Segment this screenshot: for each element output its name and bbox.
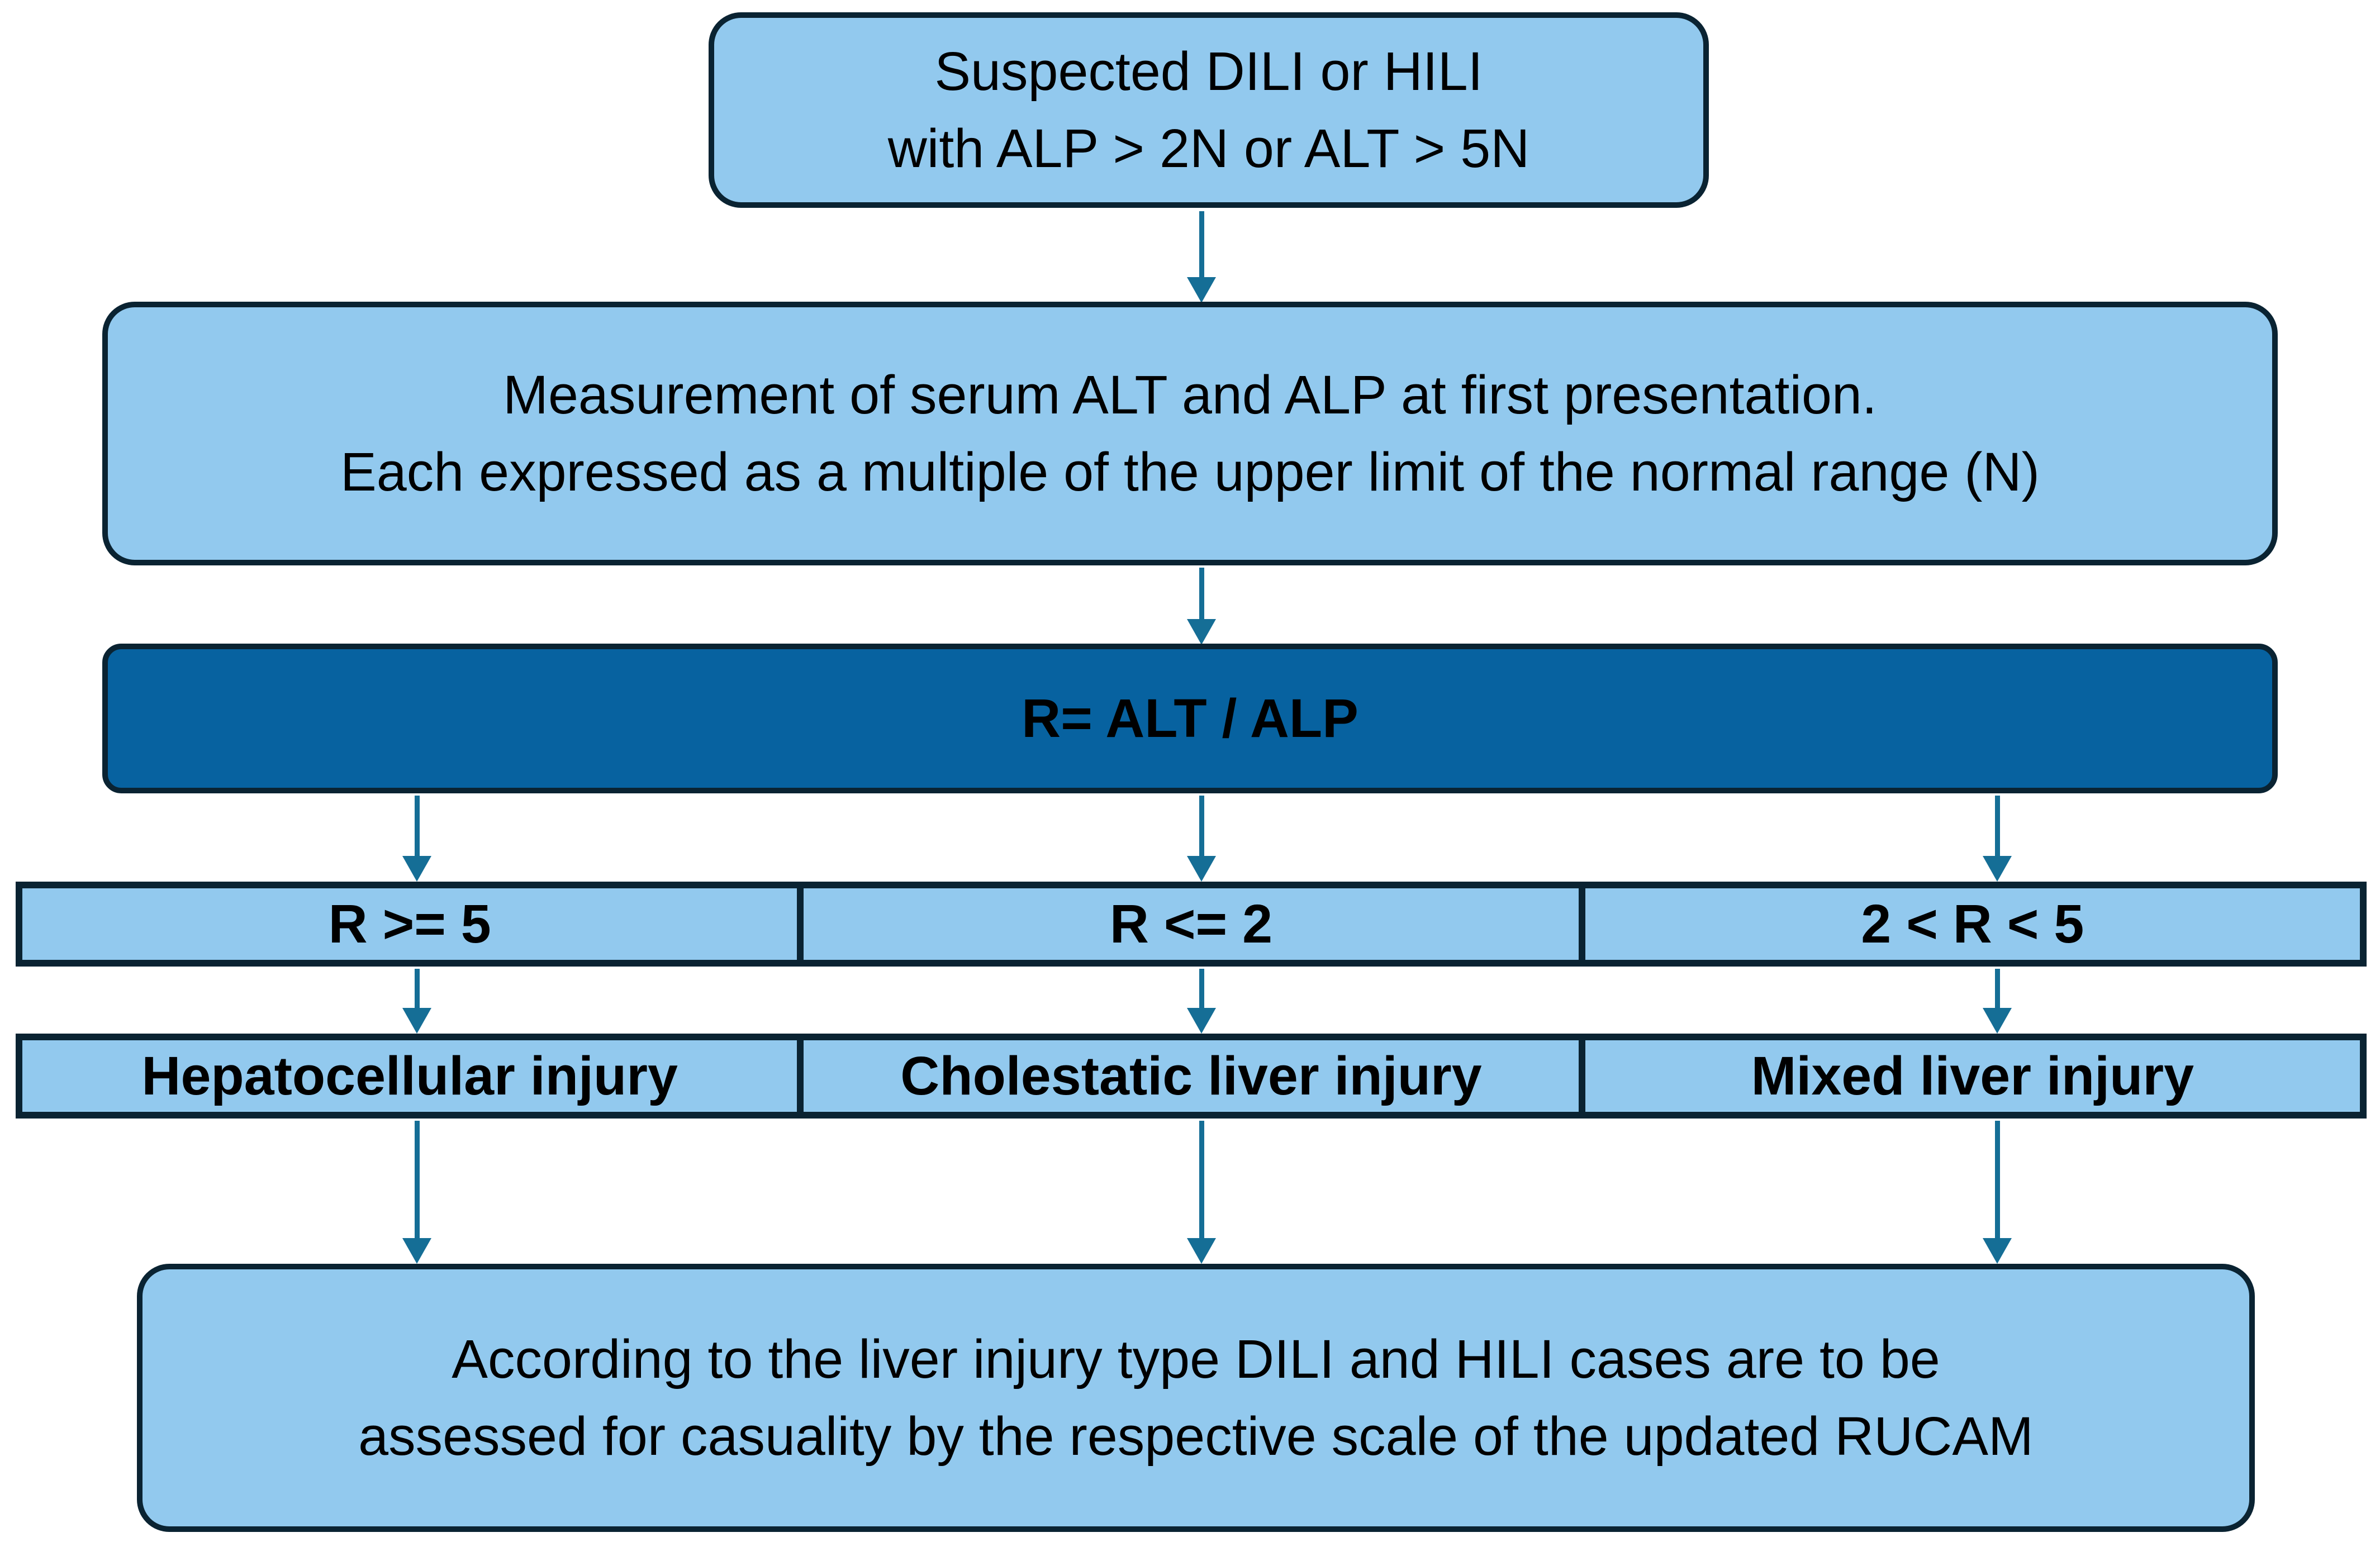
node-suspected-dili-hili-line1: Suspected DILI or HILI [934, 41, 1483, 102]
connector-stem [1995, 1121, 2000, 1238]
connector-stem [1199, 211, 1204, 277]
injury-cell-cholestatic: Cholestatic liver injury [797, 1040, 1579, 1112]
injury-cell-hepatocellular: Hepatocellular injury [22, 1040, 797, 1112]
injury-type-row: Hepatocellular injury Cholestatic liver … [16, 1034, 2367, 1119]
arrowhead-icon [402, 1238, 431, 1264]
node-measurement: Measurement of serum ALT and ALP at firs… [102, 302, 2278, 565]
arrowhead-icon [1187, 1238, 1216, 1264]
arrowhead-icon [1187, 1008, 1216, 1034]
node-suspected-dili-hili: Suspected DILI or HILI with ALP > 2N or … [709, 12, 1709, 208]
node-measurement-line1: Measurement of serum ALT and ALP at firs… [503, 364, 1877, 426]
arrowhead-icon [1187, 277, 1216, 303]
connector-stem [415, 969, 420, 1008]
arrowhead-icon [1983, 1238, 2012, 1264]
node-r-formula: R= ALT / ALP [102, 644, 2278, 793]
arrowhead-icon [402, 856, 431, 882]
node-conclusion: According to the liver injury type DILI … [137, 1264, 2255, 1532]
arrowhead-icon [1187, 619, 1216, 645]
node-r-formula-text: R= ALT / ALP [1022, 688, 1358, 749]
arrowhead-icon [1983, 1008, 2012, 1034]
node-measurement-line2: Each expressed as a multiple of the uppe… [340, 441, 2040, 502]
arrowhead-icon [1187, 856, 1216, 882]
connector-stem [1995, 969, 2000, 1008]
node-conclusion-line1: According to the liver injury type DILI … [452, 1329, 1940, 1390]
node-suspected-dili-hili-text: Suspected DILI or HILI with ALP > 2N or … [714, 33, 1703, 187]
connector-stem [415, 796, 420, 856]
r-value-row: R >= 5 R <= 2 2 < R < 5 [16, 882, 2367, 967]
r-value-cell-mid: 2 < R < 5 [1578, 888, 2360, 960]
node-conclusion-text: According to the liver injury type DILI … [142, 1321, 2249, 1474]
injury-cell-mixed: Mixed liver injury [1578, 1040, 2360, 1112]
node-suspected-dili-hili-line2: with ALP > 2N or ALT > 5N [887, 118, 1530, 179]
r-value-cell-le-2: R <= 2 [797, 888, 1579, 960]
connector-stem [415, 1121, 420, 1238]
connector-stem [1199, 1121, 1204, 1238]
connector-stem [1199, 969, 1204, 1008]
node-measurement-text: Measurement of serum ALT and ALP at firs… [108, 356, 2272, 510]
r-value-cell-ge-5: R >= 5 [22, 888, 797, 960]
node-conclusion-line2: assessed for casuality by the respective… [358, 1406, 2034, 1467]
connector-stem [1199, 568, 1204, 619]
connector-stem [1995, 796, 2000, 856]
arrowhead-icon [1983, 856, 2012, 882]
connector-stem [1199, 796, 1204, 856]
arrowhead-icon [402, 1008, 431, 1034]
